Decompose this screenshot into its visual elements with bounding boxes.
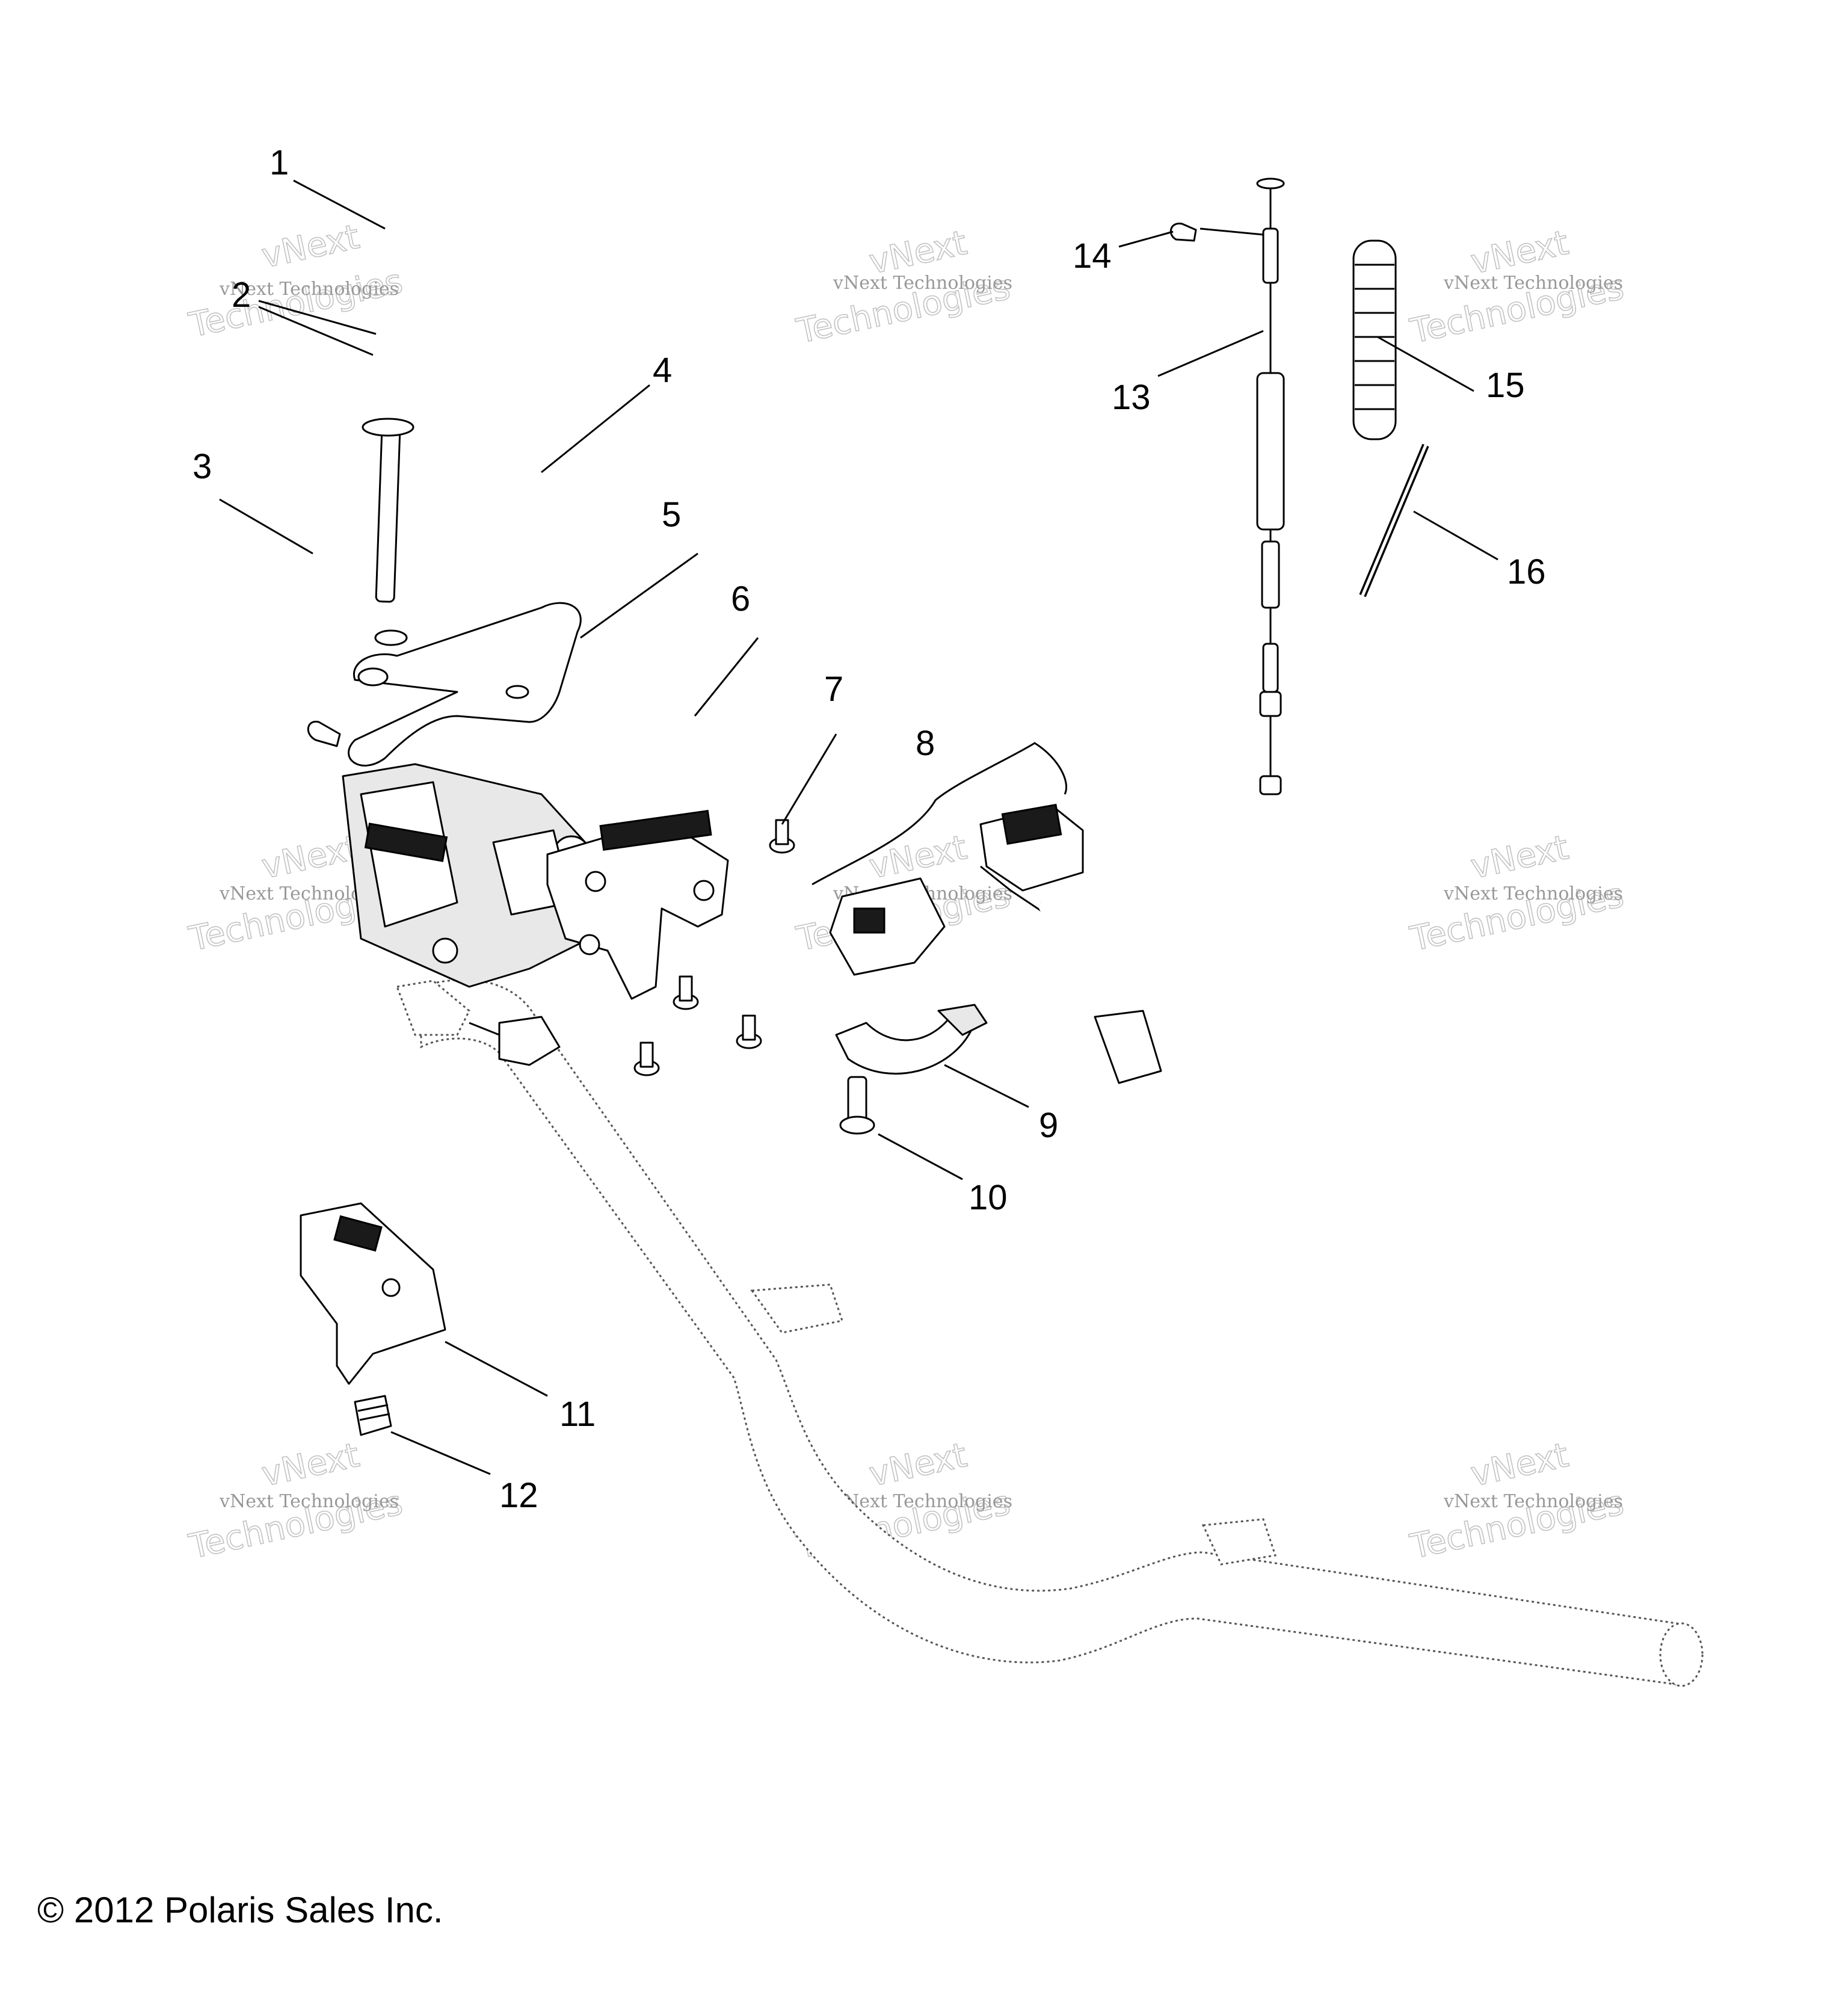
callout-4: 4 <box>653 351 672 390</box>
callout-labels: 1 2 3 4 5 6 7 8 9 10 11 12 13 14 15 16 <box>192 143 1546 1515</box>
svg-text:vNext Technologies: vNext Technologies <box>833 273 1012 294</box>
part-14-clip <box>1169 223 1197 242</box>
part-6-clamp-plate <box>546 809 729 1000</box>
part-8-switch-assembly <box>829 803 1162 1084</box>
svg-text:vNext Technologies: vNext Technologies <box>219 279 399 300</box>
part-13-cable <box>1256 177 1285 795</box>
svg-text:vNext: vNext <box>258 1436 363 1495</box>
part-1-bolt <box>362 418 414 603</box>
callout-12: 12 <box>499 1476 538 1515</box>
callout-8: 8 <box>916 724 935 763</box>
callout-9: 9 <box>1039 1106 1058 1145</box>
svg-text:vNext Technologies: vNext Technologies <box>1443 273 1623 294</box>
connector-plug <box>395 980 561 1066</box>
part-15-sleeve <box>1352 239 1397 440</box>
callout-2: 2 <box>232 276 251 315</box>
callout-7: 7 <box>824 670 843 709</box>
callout-5: 5 <box>662 495 681 534</box>
part-10-bolt <box>839 1076 875 1135</box>
svg-text:vNext Technologies: vNext Technologies <box>1443 1491 1623 1512</box>
callout-16: 16 <box>1507 552 1546 591</box>
part-16-tie-strap <box>1359 443 1429 597</box>
callout-1: 1 <box>270 143 289 182</box>
part-11-grip-housing <box>300 1202 446 1385</box>
handlebar-tube <box>420 979 1704 1687</box>
callout-15: 15 <box>1486 366 1525 405</box>
svg-text:vNext: vNext <box>866 1436 970 1495</box>
part-3-clip <box>307 720 341 747</box>
leader-lines <box>219 179 1498 1475</box>
callout-6: 6 <box>731 579 750 619</box>
svg-text:vNext Technologies: vNext Technologies <box>219 1491 399 1512</box>
svg-text:vNext Technologies: vNext Technologies <box>1443 883 1623 904</box>
watermark-mid-right: vNext vNext Technologies Technologies <box>1406 827 1628 959</box>
svg-text:vNext Technologies: vNext Technologies <box>833 1491 1012 1512</box>
part-4-bracket <box>348 602 582 767</box>
svg-text:vNext: vNext <box>258 217 363 276</box>
copyright-text: © 2012 Polaris Sales Inc. <box>37 1890 443 1930</box>
part-7-screws <box>633 819 795 1076</box>
svg-text:vNext: vNext <box>1467 828 1572 887</box>
part-9-clamp <box>835 1004 988 1075</box>
part-12-grommet <box>354 1395 392 1436</box>
svg-text:vNext: vNext <box>866 828 970 887</box>
svg-text:vNext: vNext <box>258 828 363 887</box>
svg-text:vNext: vNext <box>1467 1436 1572 1495</box>
callout-13: 13 <box>1112 378 1151 417</box>
watermark-bottom-right: vNext vNext Technologies Technologies <box>1406 1435 1628 1567</box>
watermark-top-center: vNext vNext Technologies Technologies <box>793 223 1014 351</box>
callout-10: 10 <box>969 1178 1008 1217</box>
callout-3: 3 <box>192 447 212 486</box>
watermark-top-right: vNext vNext Technologies Technologies <box>1406 223 1628 351</box>
watermark-bottom-left: vNext vNext Technologies Technologies <box>185 1435 407 1567</box>
callout-11: 11 <box>559 1395 596 1434</box>
callout-14: 14 <box>1073 236 1112 276</box>
watermark-top-left: vNext vNext Technologies Technologies <box>185 217 407 345</box>
